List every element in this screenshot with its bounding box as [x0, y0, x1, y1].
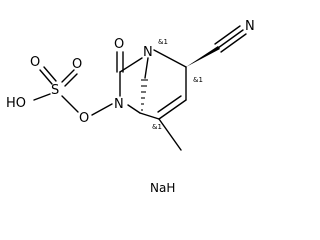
bond-hashed-bridge [141, 79, 148, 111]
stereo-label-n-bridgehead: &1 [158, 38, 168, 46]
bond-bridge-n1 [144, 57, 149, 79]
bond-cn-triple-2 [214, 25, 241, 45]
bond-s-oh [33, 93, 51, 101]
bond-o-s [61, 95, 79, 113]
molecule-drawing: O N N N O S O O HO &1 &1 &1 NaH [6, 19, 255, 195]
bond-n2-o [91, 103, 113, 116]
bond-c-n1 [119, 57, 143, 73]
atom-n-amide: N [114, 97, 124, 112]
atom-o-carbonyl: O [114, 37, 124, 52]
bond-cn-triple-3 [220, 33, 247, 53]
atom-o-sulfonyl-top: O [30, 55, 40, 70]
bond-wedge-c2-cn [186, 46, 220, 67]
bond-s-oright-2 [64, 73, 78, 87]
stereo-label-c-nitrile: &1 [193, 76, 203, 84]
chemical-structure-canvas: O N N N O S O O HO &1 &1 &1 NaH [6, 19, 255, 195]
bond-s-oright-1 [61, 69, 75, 83]
bond-cn-triple-1 [217, 29, 244, 49]
bond-c3-c4 [158, 99, 187, 120]
atom-n-bridgehead: N [143, 45, 153, 60]
stereo-label-c-bridgehead: &1 [152, 123, 162, 131]
bond-s-otop-1 [39, 69, 53, 85]
atom-n-nitrile: N [245, 19, 255, 34]
bond-c4-methyl [158, 118, 182, 151]
atom-o-sulfonyl-right: O [72, 57, 82, 72]
bond-n1-c2 [153, 49, 187, 68]
atom-sulfur: S [51, 83, 59, 98]
atom-hydroxyl: HO [6, 96, 26, 111]
bond-s-otop-2 [43, 66, 57, 82]
atom-o-ether: O [79, 111, 89, 126]
bond-c5-n2 [127, 104, 141, 114]
sodium-hydride-label: NaH [150, 181, 175, 195]
bond-c3-c4-double [157, 95, 182, 113]
bond-c4-c5 [139, 112, 160, 120]
